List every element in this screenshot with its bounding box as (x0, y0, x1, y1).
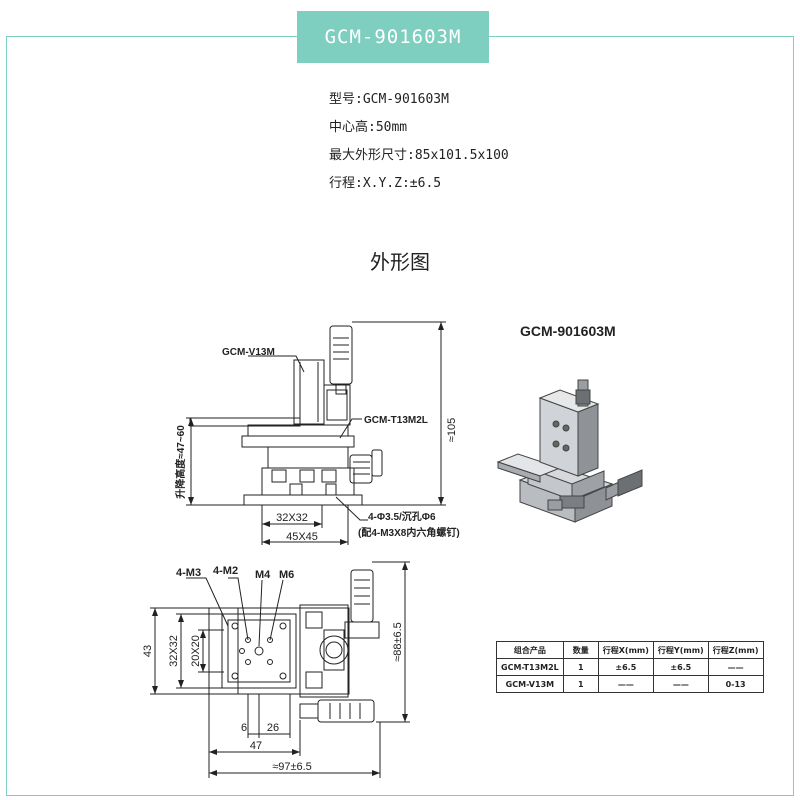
spec-center-height: 中心高:50mm (329, 120, 408, 135)
table-header-cell: 数量 (562, 641, 599, 659)
table-row: GCM-T13M2L 1 ±6.5 ±6.5 —— (496, 658, 764, 676)
label-m4: M4 (255, 569, 271, 581)
table-cell: ±6.5 (652, 658, 709, 676)
dim-47: 47 (250, 740, 262, 752)
model-title-tab: GCM-901603M (297, 11, 489, 63)
table-cell: GCM-T13M2L (496, 658, 564, 676)
dim-45x45: 45X45 (286, 531, 318, 543)
label-v13m: GCM-V13M (222, 347, 275, 358)
dim-32x32: 32X32 (276, 512, 308, 524)
spec-list: 型号:GCM-901603M 中心高:50mm 最大外形尺寸:85x101.5x… (329, 86, 509, 198)
spec-travel: 行程:X.Y.Z:±6.5 (329, 176, 442, 191)
drawing-section-title: 外形图 (370, 250, 430, 274)
hole-note: 4-Φ3.5/沉孔Φ6 (368, 510, 436, 523)
table-header-cell: 行程Y(mm) (652, 641, 709, 659)
table-row: GCM-V13M 1 —— —— 0-13 (496, 675, 764, 693)
dim-height-105: ≈105 (446, 418, 458, 442)
product-view-title: GCM-901603M (520, 323, 616, 339)
label-4m2: 4-M2 (213, 565, 238, 577)
label-4m3: 4-M3 (176, 567, 201, 579)
label-m6: M6 (279, 569, 294, 581)
table-cell: GCM-V13M (496, 675, 564, 693)
table-header-cell: 行程X(mm) (597, 641, 654, 659)
spec-model: 型号:GCM-901603M (329, 92, 449, 107)
dim-43: 43 (142, 645, 154, 657)
dim-26: 26 (267, 722, 279, 734)
table-cell: —— (652, 675, 709, 693)
table-header-cell: 行程Z(mm) (707, 641, 764, 659)
dim-6: 6 (241, 722, 247, 734)
table-cell: 0-13 (707, 675, 764, 693)
dim-20x20: 20X20 (190, 635, 202, 667)
screw-note: (配4-M3X8内六角螺钉) (358, 526, 460, 539)
table-cell: ±6.5 (597, 658, 654, 676)
table-cell: 1 (562, 658, 599, 676)
table-header-cell: 组合产品 (496, 641, 564, 659)
dim-88: ≈88±6.5 (392, 622, 404, 662)
dim-32x32-side: 32X32 (168, 635, 180, 667)
table-cell: —— (707, 658, 764, 676)
dim-lift-height: 升降高度≈47~60 (174, 425, 187, 499)
dim-97: ≈97±6.5 (272, 761, 312, 773)
table-cell: —— (597, 675, 654, 693)
combination-table: 组合产品 数量 行程X(mm) 行程Y(mm) 行程Z(mm) GCM-T13M… (496, 641, 764, 693)
table-header-row: 组合产品 数量 行程X(mm) 行程Y(mm) 行程Z(mm) (496, 641, 764, 659)
spec-max-size: 最大外形尺寸:85x101.5x100 (329, 148, 509, 163)
model-title: GCM-901603M (324, 26, 462, 48)
table-cell: 1 (562, 675, 599, 693)
label-t13m2l: GCM-T13M2L (364, 415, 428, 426)
